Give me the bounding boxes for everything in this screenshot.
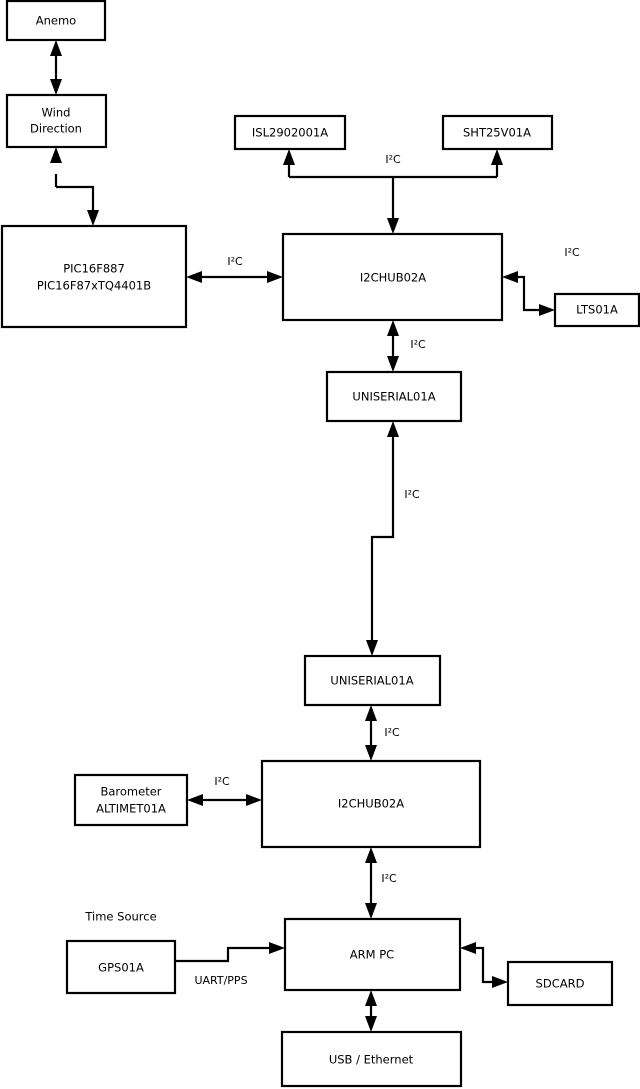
node-uniserial01a-upper[interactable]: UNISERIAL01A	[325, 370, 463, 423]
edge-barometer-hub2: I²C	[187, 775, 262, 806]
node-label-isl2902001a: ISL2902001A	[252, 126, 328, 140]
edge-label-barometer-hub2: I²C	[214, 775, 230, 788]
edge-gps-armpc: UART/PPS	[175, 942, 285, 987]
node-i2chub02a-top[interactable]: I2CHUB02A	[281, 232, 504, 322]
node-label-uniserial01a-upper: UNISERIAL01A	[352, 390, 435, 404]
node-barometer-altimet01a[interactable]: Barometer ALTIMET01A	[73, 773, 189, 827]
edge-uniserial-link: I²C	[366, 421, 420, 656]
edge-uniserial-hub2: I²C	[365, 705, 400, 761]
node-label-i2chub02a-top: I2CHUB02A	[360, 271, 426, 285]
node-label-usb-ethernet: USB / Ethernet	[329, 1053, 414, 1067]
node-gps01a[interactable]: GPS01A	[65, 939, 177, 995]
node-label-gps01a: GPS01A	[98, 961, 144, 975]
node-usb-ethernet[interactable]: USB / Ethernet	[280, 1030, 463, 1088]
node-sdcard[interactable]: SDCARD	[506, 960, 614, 1007]
node-wind-direction[interactable]: Wind Direction	[5, 93, 108, 149]
node-isl2902001a[interactable]: ISL2902001A	[233, 114, 347, 151]
node-anemo[interactable]: Anemo	[5, 0, 107, 42]
node-label-barometer-line1: Barometer	[100, 785, 161, 799]
edge-anemo-wind	[50, 40, 62, 95]
node-label-wind-direction-line2: Direction	[30, 122, 82, 136]
node-label-barometer-line2: ALTIMET01A	[96, 802, 166, 816]
node-label-arm-pc: ARM PC	[350, 948, 394, 962]
node-label-uniserial01a-lower: UNISERIAL01A	[330, 674, 413, 688]
edge-label-hub2-armpc: I²C	[381, 872, 397, 885]
edge-label-pic-hub: I²C	[227, 255, 243, 268]
node-uniserial01a-lower[interactable]: UNISERIAL01A	[303, 654, 442, 707]
edge-label-hub-isl-sht: I²C	[385, 153, 401, 166]
edge-label-uniserial-link: I²C	[404, 488, 420, 501]
edge-hub-lts: I²C	[502, 246, 580, 316]
node-i2chub02a-bottom[interactable]: I2CHUB02A	[260, 759, 482, 849]
node-pic-mcu[interactable]: PIC16F887 PIC16F87xTQ4401B	[0, 224, 188, 329]
node-label-lts01a: LTS01A	[576, 303, 618, 317]
edge-label-gps-armpc: UART/PPS	[194, 974, 247, 987]
edge-pic-hub: I²C	[186, 255, 283, 283]
edge-armpc-usbeth	[365, 990, 377, 1032]
node-label-pic-line2: PIC16F87xTQ4401B	[37, 279, 151, 293]
node-label-sdcard: SDCARD	[536, 977, 585, 991]
edge-hub-isl-sht: I²C	[283, 149, 503, 234]
edge-label-hub-lts: I²C	[564, 246, 580, 259]
edge-hub2-armpc: I²C	[365, 847, 397, 919]
edge-label-uniserial-hub2: I²C	[384, 726, 400, 739]
edge-label-hub-uniserial: I²C	[410, 338, 426, 351]
node-label-sht25v01a: SHT25V01A	[463, 126, 531, 140]
label-time-source: Time Source	[84, 910, 156, 924]
node-arm-pc[interactable]: ARM PC	[283, 917, 462, 992]
node-label-i2chub02a-bottom: I2CHUB02A	[338, 797, 404, 811]
node-sht25v01a[interactable]: SHT25V01A	[441, 114, 554, 151]
node-label-anemo: Anemo	[36, 14, 76, 28]
node-lts01a[interactable]: LTS01A	[553, 292, 640, 328]
node-label-pic-line1: PIC16F887	[63, 262, 125, 276]
node-label-wind-direction-line1: Wind	[42, 106, 71, 120]
edge-armpc-sdcard	[460, 942, 508, 988]
edge-pic-wind	[50, 147, 99, 226]
edge-hub-uniserial: I²C	[387, 320, 426, 372]
